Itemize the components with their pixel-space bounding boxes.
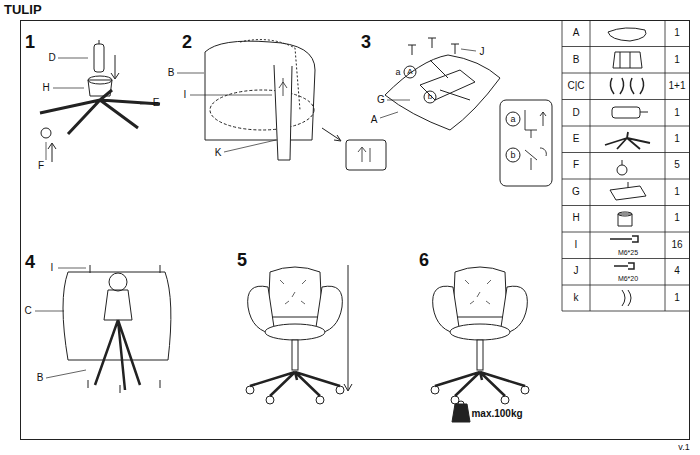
table-qty: 1+1 [669, 81, 686, 91]
part-letter: C [24, 306, 31, 316]
table-letter: J [574, 266, 579, 276]
weight-limit: max.100kg [471, 409, 522, 419]
part-letter: I [51, 263, 54, 273]
part-letter: H [42, 83, 49, 93]
table-letter: C|C [567, 81, 584, 91]
part-letter: B [168, 68, 175, 78]
table-letter: G [572, 187, 580, 197]
version: v.1 [678, 443, 689, 452]
part-letter: F [38, 161, 44, 171]
step-number: 3 [361, 33, 371, 51]
part-letter: K [215, 148, 222, 158]
part-letter: B [37, 373, 44, 383]
step-number: 2 [182, 33, 192, 51]
part-letter: A [371, 115, 378, 125]
part-letter: J [480, 47, 485, 57]
part-letter: a [510, 115, 515, 124]
step-number: 6 [419, 251, 429, 269]
table-qty: 1 [674, 28, 680, 38]
part-letter: I [184, 90, 187, 100]
step-number: 5 [237, 251, 247, 269]
step-number: 1 [25, 33, 35, 51]
table-qty: 1 [674, 108, 680, 118]
part-letter: b [428, 93, 432, 101]
part-letter: a [395, 68, 400, 77]
table-qty: 1 [674, 213, 680, 223]
part-letter: G [377, 95, 385, 105]
table-letter: I [575, 240, 578, 250]
title: TULIP [4, 3, 42, 16]
table-letter: H [572, 213, 579, 223]
table-letter: F [573, 160, 579, 170]
table-letter: A [573, 28, 580, 38]
table-spec: M6*25 [618, 248, 638, 255]
table-qty: 1 [674, 293, 680, 303]
table-qty: 1 [674, 187, 680, 197]
table-qty: 1 [674, 55, 680, 65]
table-letter: D [572, 108, 579, 118]
table-qty: 1 [674, 134, 680, 144]
table-qty: 4 [674, 266, 680, 276]
table-letter: k [574, 293, 579, 303]
table-qty: 16 [671, 240, 682, 250]
table-spec: M6*20 [618, 275, 638, 282]
step-number: 4 [25, 253, 35, 271]
part-letter: D [48, 53, 55, 63]
part-letter: b [510, 151, 515, 160]
part-letter: A [407, 68, 412, 76]
table-qty: 5 [674, 160, 680, 170]
table-letter: E [573, 134, 580, 144]
table-letter: B [573, 55, 580, 65]
part-letter: E [153, 98, 160, 108]
